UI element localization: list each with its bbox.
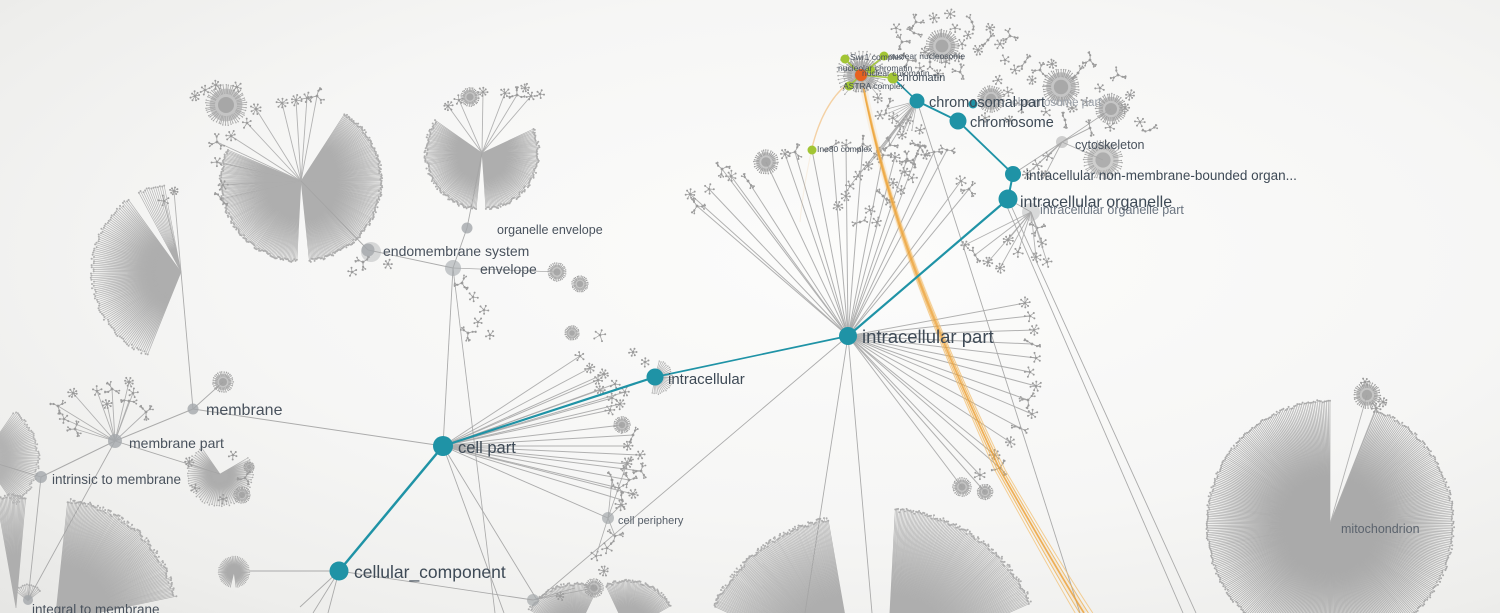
svg-text:integral to membrane: integral to membrane [32, 602, 160, 613]
svg-text:intracellular part: intracellular part [862, 326, 994, 347]
svg-text:Ino80 complex: Ino80 complex [817, 144, 873, 154]
svg-text:ASTRA complex: ASTRA complex [843, 81, 906, 91]
svg-text:organelle envelope: organelle envelope [497, 223, 603, 237]
svg-text:intrinsic to membrane: intrinsic to membrane [52, 472, 181, 487]
svg-text:endomembrane system: endomembrane system [383, 243, 529, 259]
svg-text:envelope: envelope [480, 261, 537, 277]
svg-text:nuclear nucleosome: nuclear nucleosome [889, 51, 965, 61]
svg-text:cell part: cell part [458, 439, 516, 457]
svg-text:Swr1 complex: Swr1 complex [850, 52, 904, 62]
svg-text:intracellular organelle: intracellular organelle [1020, 194, 1172, 211]
svg-text:membrane: membrane [206, 402, 283, 419]
svg-text:cellular_component: cellular_component [354, 562, 506, 583]
svg-text:intracellular: intracellular [668, 371, 745, 388]
svg-text:cell periphery: cell periphery [618, 515, 684, 527]
svg-text:chromosomal part: chromosomal part [929, 95, 1045, 111]
svg-text:membrane part: membrane part [129, 435, 224, 451]
svg-text:chromosome: chromosome [970, 115, 1054, 131]
svg-text:chromosome part: chromosome part [1012, 97, 1102, 109]
svg-text:chromatin: chromatin [897, 72, 945, 84]
svg-text:cytoskeleton: cytoskeleton [1075, 138, 1145, 152]
svg-text:nuclear chromatin: nuclear chromatin [862, 68, 930, 78]
svg-text:intracellular non-membrane-bou: intracellular non-membrane-bounded organ… [1026, 168, 1297, 183]
svg-text:intracellular organelle part: intracellular organelle part [1040, 203, 1184, 217]
svg-text:nucleolar chromatin: nucleolar chromatin [838, 63, 912, 73]
svg-text:mitochondrion: mitochondrion [1341, 522, 1420, 536]
